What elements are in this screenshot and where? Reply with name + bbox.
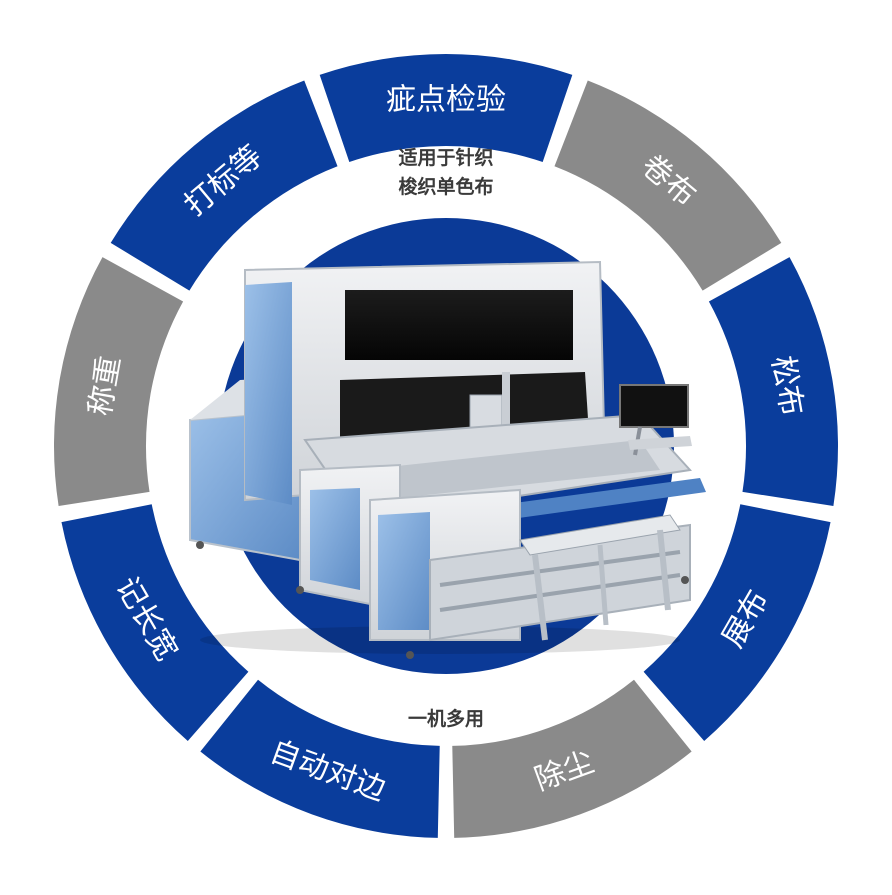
ring-segment-6 xyxy=(200,679,440,838)
subtitle-line-2: 梭织单色布 xyxy=(398,176,494,198)
ring-segment-label-1: 疵点检验 xyxy=(386,83,506,118)
subtitle: 适用于针织 梭织单色布 xyxy=(0,144,892,202)
ring-segment-8 xyxy=(54,257,184,506)
ring-segment-7 xyxy=(61,504,249,741)
inspection-machine-image xyxy=(189,260,706,659)
ring-segment-5 xyxy=(452,679,692,838)
ring-segment-3 xyxy=(708,257,838,506)
caption: 一机多用 xyxy=(407,708,484,730)
ring-segment-4 xyxy=(643,504,831,741)
ring-segment-9 xyxy=(110,80,338,291)
subtitle-line-1: 适用于针织 xyxy=(398,147,494,169)
ring-segment-1 xyxy=(319,54,573,163)
ring-segment-2 xyxy=(554,80,782,291)
